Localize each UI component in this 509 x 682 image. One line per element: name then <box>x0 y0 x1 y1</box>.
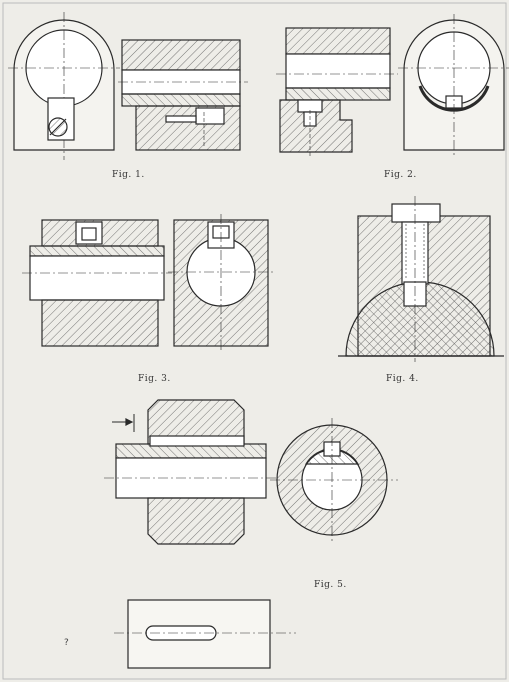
fig1-ring-view <box>8 12 120 160</box>
fig3-caption: Fig. 3. <box>138 374 171 384</box>
fig2-section-view <box>276 27 398 158</box>
fig3-section-view <box>22 219 172 347</box>
fig5-caption: Fig. 5. <box>314 580 347 590</box>
fig2-ring-view <box>398 14 509 158</box>
fig4-section-view <box>338 196 504 362</box>
fig3-end-view <box>168 214 276 352</box>
fig1-caption: Fig. 1. <box>112 170 145 180</box>
fig2-caption: Fig. 2. <box>384 170 417 180</box>
fig5-section-view <box>104 399 276 545</box>
keyway-plan-view <box>114 599 296 669</box>
fig4-caption: Fig. 4. <box>386 374 419 384</box>
margin-mark: ? <box>64 638 69 648</box>
fig5-end-view <box>270 418 398 542</box>
fig1-section-view <box>118 39 248 151</box>
